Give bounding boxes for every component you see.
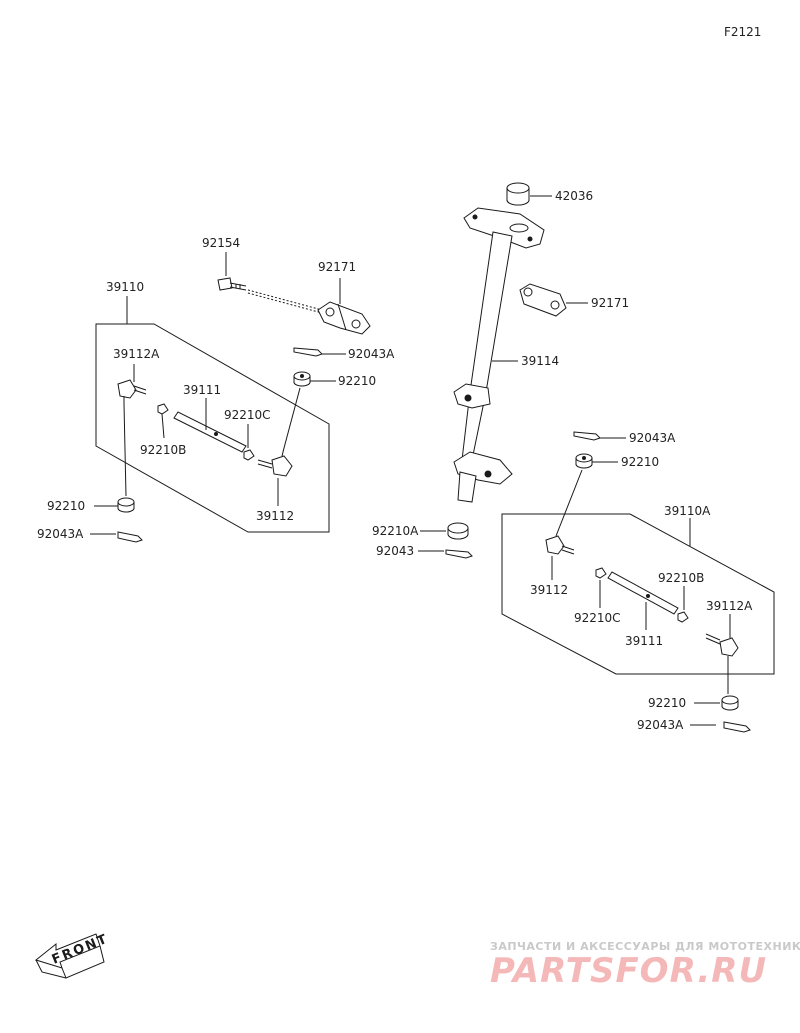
nut-92210B-right bbox=[677, 611, 689, 623]
clamp-92171-right bbox=[519, 283, 567, 317]
nut-92210C-left bbox=[243, 449, 255, 461]
cotter-pin-92043A-left-top bbox=[293, 347, 323, 357]
tie-rod-end-39112-right bbox=[545, 535, 575, 555]
label-92043A-left-top: 92043A bbox=[348, 347, 395, 361]
figure-code: F2121 bbox=[724, 25, 761, 39]
cotter-pin-92043 bbox=[445, 549, 473, 559]
tie-rod-end-39112A-left bbox=[117, 379, 147, 404]
label-92210C-left: 92210C bbox=[224, 408, 271, 422]
label-92210C-right: 92210C bbox=[574, 611, 621, 625]
watermark-site: PARTSFOR.RU bbox=[490, 951, 767, 991]
label-39112A-right: 39112A bbox=[706, 599, 753, 613]
label-92210-right-top: 92210 bbox=[621, 455, 659, 469]
cotter-pin-92043A-right-top bbox=[573, 431, 601, 441]
label-92210B-right: 92210B bbox=[658, 571, 704, 585]
tie-rod-39111-right bbox=[607, 571, 679, 615]
cotter-pin-92043A-left-bottom bbox=[117, 531, 143, 543]
label-39114: 39114 bbox=[521, 354, 559, 368]
label-39110: 39110 bbox=[106, 280, 144, 294]
label-92210-left-top: 92210 bbox=[338, 374, 376, 388]
clamp-92171-left bbox=[317, 301, 371, 335]
steering-shaft-group bbox=[453, 182, 567, 503]
bolt-92154 bbox=[217, 277, 247, 291]
label-39112-left: 39112 bbox=[256, 509, 294, 523]
nut-92210-left-bottom bbox=[117, 497, 135, 513]
assembly-frame-39110A bbox=[501, 513, 775, 675]
label-92210-left-bottom: 92210 bbox=[47, 499, 85, 513]
label-42036: 42036 bbox=[555, 189, 593, 203]
front-arrow-badge: FRONT bbox=[34, 931, 111, 979]
steering-shaft-39114 bbox=[453, 231, 513, 503]
watermark-tagline: ЗАПЧАСТИ И АКСЕССУАРЫ ДЛЯ МОТОТЕХНИКИ bbox=[490, 940, 800, 953]
label-92210-right-bottom: 92210 bbox=[648, 696, 686, 710]
nut-92210C-right bbox=[595, 567, 607, 579]
nut-92210-right-top bbox=[575, 453, 593, 469]
label-39112A-left: 39112A bbox=[113, 347, 160, 361]
nut-92210-right-bottom bbox=[721, 695, 739, 711]
tie-rod-end-39112A-right bbox=[705, 633, 739, 657]
nut-92210A bbox=[447, 522, 469, 540]
tie-rod-end-39112-left bbox=[257, 447, 293, 477]
label-92043: 92043 bbox=[376, 544, 414, 558]
label-92171-right: 92171 bbox=[591, 296, 629, 310]
nut-92210B-left bbox=[157, 403, 169, 415]
assembly-frame-39110 bbox=[95, 323, 330, 533]
label-39111-right: 39111 bbox=[625, 634, 663, 648]
nut-92210-left-top bbox=[293, 371, 311, 387]
label-39112-right: 39112 bbox=[530, 583, 568, 597]
label-92171-left: 92171 bbox=[318, 260, 356, 274]
tie-rod-39111-left bbox=[173, 411, 247, 453]
bushing-42036 bbox=[506, 182, 530, 206]
label-92043A-left-bottom: 92043A bbox=[37, 527, 84, 541]
label-92154: 92154 bbox=[202, 236, 240, 250]
label-92043A-right-top: 92043A bbox=[629, 431, 676, 445]
label-39111-left: 39111 bbox=[183, 383, 221, 397]
front-label: FRONT bbox=[50, 931, 111, 967]
label-92043A-right-bottom: 92043A bbox=[637, 718, 684, 732]
cotter-pin-92043A-right-bottom bbox=[723, 721, 751, 733]
label-92210A: 92210A bbox=[372, 524, 419, 538]
label-92210B-left: 92210B bbox=[140, 443, 186, 457]
steering-top-plate bbox=[463, 207, 545, 249]
label-39110A: 39110A bbox=[664, 504, 711, 518]
